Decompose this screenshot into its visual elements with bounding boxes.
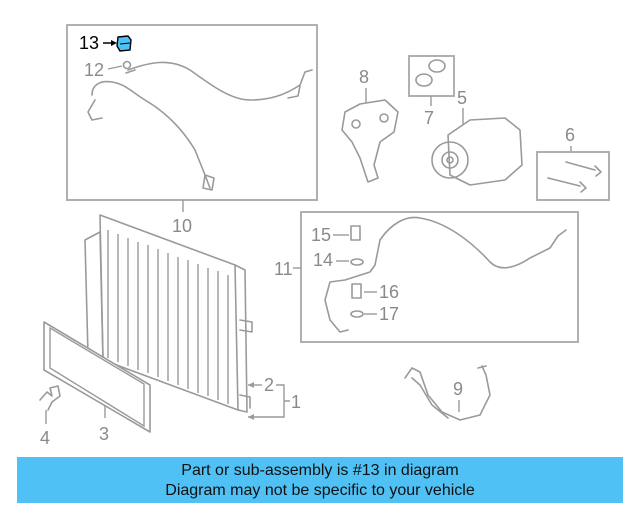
bracket-4-group: 4: [39, 385, 61, 448]
air-guide-panel-3[interactable]: [43, 321, 151, 433]
callout-8: 8: [359, 67, 369, 87]
bracket-8-group: 8: [341, 67, 399, 183]
o-ring-12[interactable]: [122, 60, 132, 70]
leader-2-arrow: [248, 382, 254, 388]
ac-hose-9[interactable]: [404, 365, 491, 421]
callout-14: 14: [313, 250, 333, 270]
ac-line-11[interactable]: [379, 216, 567, 269]
callout-15: 15: [311, 225, 331, 245]
bolts-6-group: 6: [536, 125, 610, 201]
part-13-cap-ridge: [119, 42, 131, 45]
ac-hose-10-fitting: [202, 174, 215, 191]
banner-line-1: Part or sub-assembly is #13 in diagram: [181, 462, 459, 479]
callout-9: 9: [453, 379, 463, 399]
leader-13-arrow: [111, 40, 117, 46]
banner-line-2: Diagram may not be specific to your vehi…: [165, 482, 475, 499]
group-box-11: [300, 211, 579, 343]
group-box-10: [66, 24, 318, 201]
panel-3-group: 3: [43, 321, 151, 444]
callout-12: 12: [84, 60, 104, 80]
callout-2: 2: [264, 375, 274, 395]
ac-line-11-lower[interactable]: [324, 239, 381, 333]
compressor-pulley-center: [446, 156, 454, 164]
callout-3: 3: [99, 424, 109, 444]
line-assembly-11-group: 11 15 14 16 17: [274, 211, 579, 343]
callout-5: 5: [457, 88, 467, 108]
compressor-pulley-hub: [441, 151, 459, 169]
bolt-6a[interactable]: [565, 161, 602, 177]
cap-7b[interactable]: [415, 73, 433, 87]
hose-9-group: 9: [404, 365, 491, 421]
callout-4: 4: [40, 428, 50, 448]
ac-hose-10-branch[interactable]: [87, 69, 301, 121]
ac-system-parts-diagram: 10 12 13 8 7 5 6: [39, 24, 610, 448]
leader-1-bracket: [248, 384, 290, 418]
ac-hose-10[interactable]: [91, 61, 313, 189]
callout-10: 10: [172, 216, 192, 236]
callout-16: 16: [379, 282, 399, 302]
seal-bracket-4[interactable]: [39, 385, 61, 411]
condenser-mount-tabs: [239, 319, 253, 409]
callout-13: 13: [79, 33, 99, 53]
callout-17: 17: [379, 304, 399, 324]
hose-assembly-10-group: 10 12 13: [66, 24, 318, 236]
o-ring-17[interactable]: [350, 310, 364, 318]
callout-11: 11: [274, 259, 293, 279]
callout-7: 7: [424, 108, 434, 128]
bracket-8-hole-b: [379, 113, 389, 123]
o-ring-14[interactable]: [350, 258, 364, 266]
cap-7a[interactable]: [428, 59, 446, 73]
part-info-banner: Part or sub-assembly is #13 in diagram D…: [17, 457, 623, 503]
compressor-5-group: 5: [431, 88, 523, 186]
leader-12: [107, 65, 123, 70]
condenser-1-group: 2 1: [84, 214, 301, 420]
condenser-fins: [107, 230, 229, 404]
bolt-6b[interactable]: [547, 177, 587, 193]
compressor-pulley: [431, 141, 469, 179]
panel-3-inner: [49, 326, 145, 428]
group-box-6: [536, 151, 610, 201]
sensor-16[interactable]: [351, 283, 362, 299]
ac-hose-9-inner[interactable]: [411, 365, 487, 419]
sensor-15[interactable]: [350, 225, 361, 241]
callout-1: 1: [291, 392, 301, 412]
leader-1-arrow: [248, 414, 254, 420]
caps-7-group: 7: [408, 55, 455, 128]
bracket-8-hole-a: [351, 119, 361, 129]
callout-6: 6: [565, 125, 575, 145]
compressor-bracket-8[interactable]: [341, 99, 399, 183]
